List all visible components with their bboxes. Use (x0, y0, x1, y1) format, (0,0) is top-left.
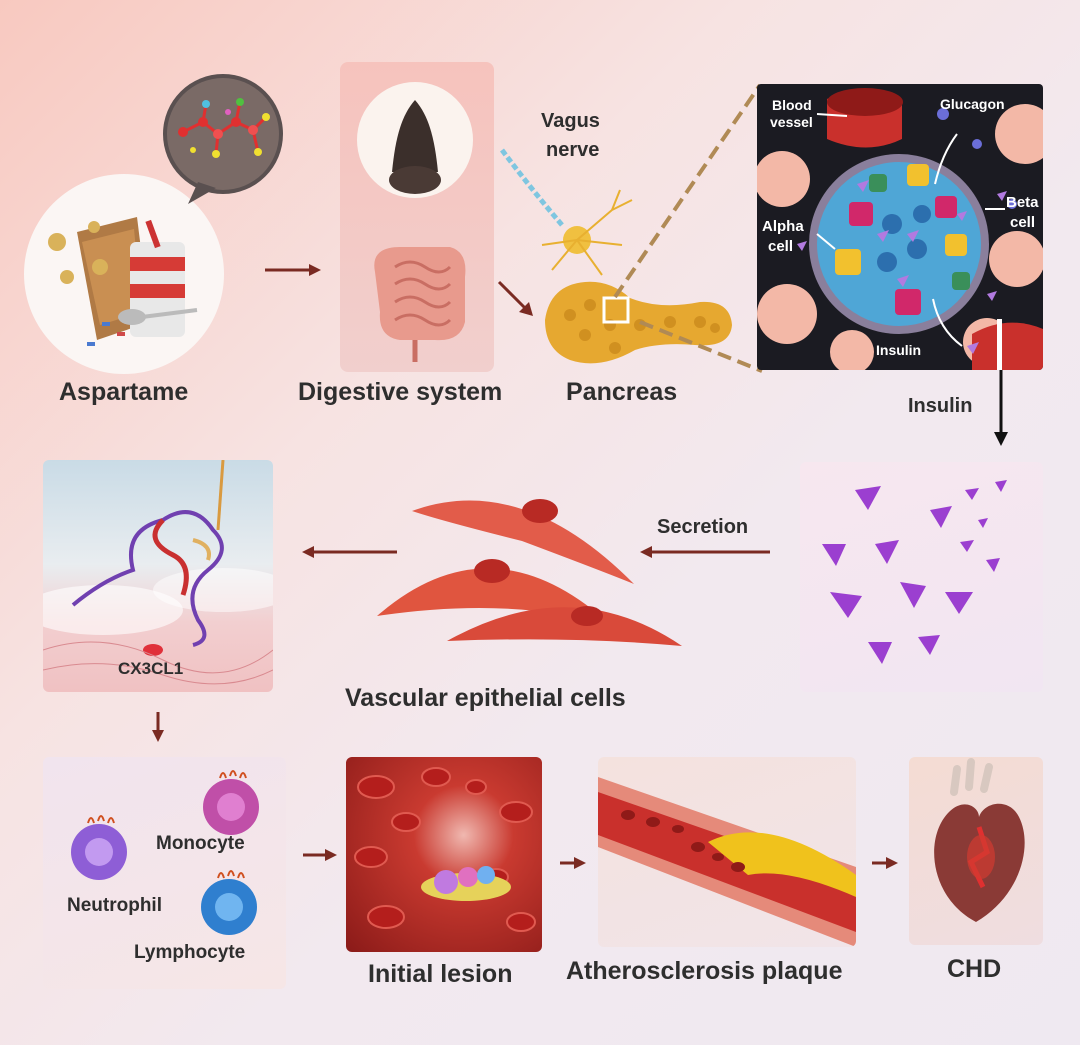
cx3cl1-label: CX3CL1 (118, 659, 184, 678)
beta-cell-label-2: cell (1010, 214, 1036, 231)
blood-vessel-label-2: vessel (770, 114, 813, 130)
arrow-left-icon (640, 545, 770, 559)
aspartame-illustration (22, 172, 227, 377)
aspartame-label: Aspartame (59, 378, 189, 406)
islet-inset-panel (757, 84, 1043, 370)
initial-lesion-panel (346, 757, 542, 952)
monocyte-label: Monocyte (156, 833, 245, 854)
neuron-illustration (492, 140, 642, 280)
arrow-right-icon-4 (872, 856, 898, 870)
pancreas-illustration (540, 270, 735, 380)
lymphocyte-label: Lymphocyte (134, 942, 246, 963)
chd-heart-panel (909, 757, 1043, 945)
vascular-cells-illustration (372, 476, 692, 676)
arrow-right-icon-2 (303, 848, 337, 862)
initial-lesion-label: Initial lesion (368, 960, 513, 988)
alpha-cell-label-2: cell (768, 238, 794, 255)
vagus-nerve-label-1: Vagus (541, 110, 600, 132)
zoom-lines (600, 82, 765, 374)
beta-cell-label-1: Beta (1006, 194, 1039, 211)
arrow-right-icon (265, 263, 321, 277)
pancreas-label: Pancreas (566, 378, 678, 406)
digestive-system-label: Digestive system (298, 378, 503, 406)
glucagon-label: Glucagon (940, 96, 1005, 112)
atherosclerosis-plaque-label: Atherosclerosis plaque (566, 957, 843, 985)
blood-vessel-label-1: Blood (772, 97, 812, 113)
vagus-nerve-label-2: nerve (546, 139, 600, 161)
immune-cells-panel (43, 757, 286, 989)
cx3cl1-panel (43, 460, 273, 692)
molecule-bubble (158, 72, 288, 207)
arrow-right-icon-3 (560, 856, 586, 870)
arrow-left-icon-2 (302, 545, 397, 559)
digestive-system-panel (340, 62, 494, 372)
alpha-cell-label-1: Alpha (762, 218, 804, 235)
vascular-epithelial-cells-label: Vascular epithelial cells (345, 684, 626, 712)
insulin-molecules-panel (800, 462, 1043, 692)
arrow-diagonal-icon (497, 280, 537, 320)
insulin-inset-label: Insulin (876, 342, 922, 358)
atherosclerosis-panel (598, 757, 856, 947)
arrow-down-icon-2 (151, 712, 165, 742)
insulin-arrow-label: Insulin (908, 395, 973, 417)
arrow-down-icon (993, 370, 1009, 448)
secretion-label: Secretion (657, 516, 749, 538)
neutrophil-label: Neutrophil (67, 895, 162, 916)
chd-label: CHD (947, 955, 1002, 983)
